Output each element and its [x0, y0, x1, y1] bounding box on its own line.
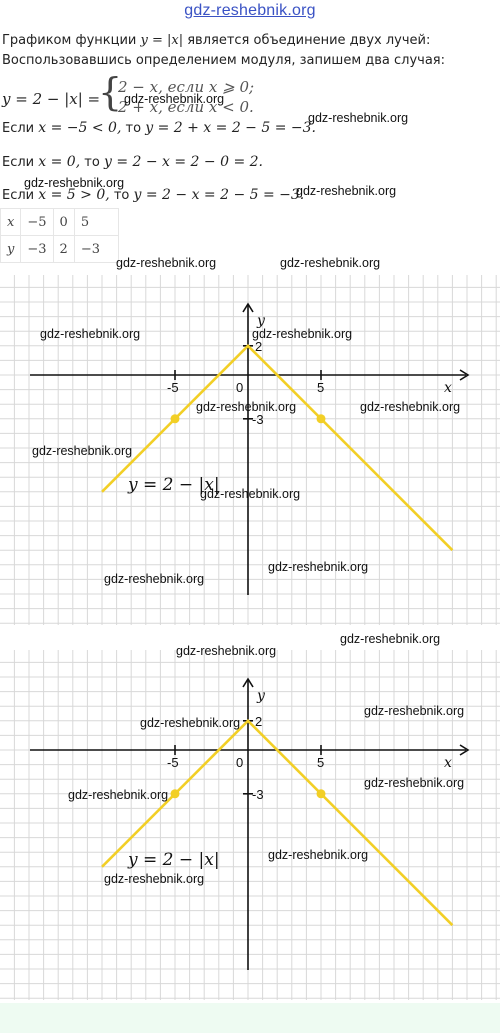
table-cell: −3 [73, 235, 119, 263]
table-cell-label: x [0, 208, 22, 236]
site-title[interactable]: gdz-reshebnik.org [184, 2, 316, 19]
watermark: gdz-reshebnik.org [104, 572, 205, 586]
watermark: gdz-reshebnik.org [364, 776, 465, 790]
watermark: gdz-reshebnik.org [340, 632, 441, 646]
y-axis-label: y [256, 688, 266, 704]
watermark: gdz-reshebnik.org [40, 327, 141, 341]
intro-line: Графиком функции y = |x| является объеди… [2, 33, 430, 48]
y-tick-label: 2 [255, 714, 262, 729]
intro-pre: Графиком функции [2, 33, 141, 48]
case-1: 2 − x, если x ⩾ 0; [118, 78, 255, 96]
watermark: gdz-reshebnik.org [280, 256, 381, 270]
data-point [170, 414, 180, 424]
data-point [316, 789, 326, 799]
footer-band [0, 1003, 500, 1033]
y-axis-arrow [242, 677, 254, 688]
watermark: gdz-reshebnik.org [140, 716, 241, 730]
if3-mid: то [109, 188, 134, 203]
x-axis-label: x [444, 755, 452, 771]
watermark: gdz-reshebnik.org [360, 400, 461, 414]
watermark: gdz-reshebnik.org [68, 788, 169, 802]
intro-post: является объединение двух лучей: [183, 33, 431, 48]
watermark: gdz-reshebnik.org [200, 487, 301, 501]
x-axis-label: x [444, 380, 452, 396]
if2-cond: x = 0, [38, 154, 81, 170]
watermark: gdz-reshebnik.org [364, 704, 465, 718]
if1-cond: x = −5 < 0, [38, 120, 122, 136]
watermark: gdz-reshebnik.org [104, 872, 205, 886]
watermark: gdz-reshebnik.org [296, 184, 397, 198]
brace-symbol: { [98, 70, 123, 114]
if1-mid: то [121, 121, 146, 136]
table-cell: −5 [20, 208, 54, 236]
if3-cond: x = 5 > 0, [38, 187, 110, 203]
x-tick-label: -5 [167, 380, 179, 395]
x-tick-label: 0 [236, 380, 243, 395]
if2-pre: Если [2, 155, 39, 170]
watermark: gdz-reshebnik.org [176, 644, 277, 658]
grid [0, 650, 500, 1000]
data-point [170, 789, 180, 799]
watermark: gdz-reshebnik.org [308, 111, 409, 125]
watermark: gdz-reshebnik.org [196, 400, 297, 414]
table-row: x −5 0 5 [0, 208, 119, 236]
if-line-2: Если x = 0, то y = 2 − x = 2 − 0 = 2. [2, 154, 263, 170]
y-tick-label: -3 [252, 412, 264, 427]
function-label: y = 2 − |x| [127, 475, 220, 495]
y-axis-label: y [256, 313, 266, 329]
if3-calc: y = 2 − x = 2 − 5 = −3. [133, 187, 305, 203]
if3-pre: Если [2, 188, 39, 203]
watermark: gdz-reshebnik.org [252, 327, 353, 341]
table-cell: 2 [52, 235, 75, 263]
if2-mid: то [80, 155, 104, 170]
x-tick-label: -5 [167, 755, 179, 770]
y-tick-label: 2 [255, 339, 262, 354]
x-tick-label: 5 [317, 755, 324, 770]
case-2: 2 + x, если x < 0. [118, 98, 254, 116]
y-axis-arrow [242, 302, 254, 313]
watermark: gdz-reshebnik.org [32, 444, 133, 458]
equation-lhs: y = 2 − |x| = [2, 90, 101, 108]
if-line-3: Если x = 5 > 0, то y = 2 − x = 2 − 5 = −… [2, 187, 304, 203]
table-cell: −3 [20, 235, 54, 263]
watermark: gdz-reshebnik.org [268, 848, 369, 862]
values-table: x −5 0 5 y −3 2 −3 [0, 208, 119, 263]
if-line-1: Если x = −5 < 0, то y = 2 + x = 2 − 5 = … [2, 120, 316, 136]
watermark: gdz-reshebnik.org [268, 560, 369, 574]
grid [0, 275, 500, 625]
watermark: gdz-reshebnik.org [116, 256, 217, 270]
function-line [101, 718, 454, 927]
x-tick-label: 5 [317, 380, 324, 395]
if2-calc: y = 2 − x = 2 − 0 = 2. [103, 154, 263, 170]
function-line [101, 343, 454, 552]
if1-calc: y = 2 + x = 2 − 5 = −3. [145, 120, 316, 136]
table-cell: 0 [52, 208, 75, 236]
watermark: gdz-reshebnik.org [124, 92, 225, 106]
table-row: y −3 2 −3 [0, 235, 119, 263]
x-tick-label: 0 [236, 755, 243, 770]
table-cell: 5 [73, 208, 119, 236]
x-axis-arrow [459, 744, 470, 756]
x-axis-arrow [459, 369, 470, 381]
watermark: gdz-reshebnik.org [24, 176, 125, 190]
function-label: y = 2 − |x| [127, 850, 220, 870]
graph-1: -5 0 5 2 -3 x y y = 2 − |x| [0, 275, 500, 625]
definition-line: Воспользовавшись определением модуля, за… [2, 53, 446, 68]
y-tick-label: -3 [252, 787, 264, 802]
if1-pre: Если [2, 121, 39, 136]
table-cell-label: y [0, 235, 22, 263]
graph-2: -5 0 5 2 -3 x y y = 2 − |x| [0, 650, 500, 1000]
intro-math: y = |x| [140, 33, 184, 48]
data-point [316, 414, 326, 424]
